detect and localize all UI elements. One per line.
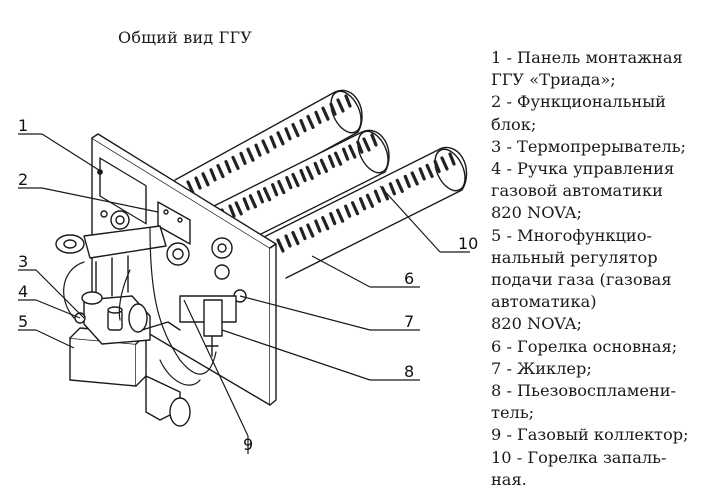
burner-slot — [291, 119, 307, 138]
callout-7: 7 — [404, 312, 414, 331]
burner-slot — [321, 102, 337, 121]
burner-slot — [234, 197, 250, 216]
burner-slot — [306, 110, 322, 129]
legend-item: 8 - Пьезовоспламени- тель; — [491, 381, 677, 423]
burner-slot — [336, 94, 352, 113]
burner-slot — [306, 219, 322, 238]
burner-slot — [336, 204, 352, 223]
functional-block — [100, 201, 247, 303]
callout-5: 5 — [18, 312, 28, 331]
gas-valve — [69, 291, 191, 427]
burner-slot — [319, 154, 335, 173]
leader-lines — [18, 133, 470, 454]
burner-slot — [348, 140, 364, 159]
burner-slot — [321, 212, 337, 231]
callout-6: 6 — [404, 269, 414, 288]
burner-slot — [276, 234, 292, 253]
burner-slot — [362, 133, 378, 152]
callout-1: 1 — [18, 116, 28, 135]
burner-slot — [231, 151, 247, 170]
burner-slot — [246, 143, 262, 162]
burner-slot — [291, 226, 307, 246]
callout-9: 9 — [243, 435, 253, 454]
burner-slot — [305, 161, 321, 180]
burner-slot — [291, 168, 307, 188]
legend-item: 10 - Горелка запаль- ная. — [491, 447, 667, 489]
callout-labels: 1 2 3 4 5 6 7 8 9 10 — [18, 116, 478, 454]
burner-slot — [216, 160, 232, 179]
burner-slot — [365, 189, 382, 208]
callout-2: 2 — [18, 170, 28, 189]
legend-item: 3 - Термопрерыватель; — [491, 136, 686, 156]
burner-slot — [201, 168, 217, 187]
burner-slot — [261, 135, 277, 154]
burner-slot — [334, 147, 350, 166]
legend-item: 9 - Газовый коллектор; — [491, 425, 689, 445]
parts-legend: 1 - Панель монтажная ГГУ «Триада»; 2 - Ф… — [491, 47, 717, 491]
burner-slot — [350, 197, 367, 216]
burner-slot — [395, 174, 411, 193]
burner-slot — [263, 183, 279, 202]
callout-4: 4 — [18, 282, 28, 301]
burner-slot — [425, 159, 441, 179]
legend-item: 7 - Жиклер; — [491, 358, 592, 378]
legend-item: 1 - Панель монтажная ГГУ «Триада»; — [491, 48, 683, 90]
burner-slot — [277, 176, 293, 195]
burner-slot — [276, 127, 292, 146]
burner-slot — [248, 190, 264, 209]
legend-item: 2 - Функциональный блок; — [491, 92, 666, 134]
wiring — [63, 227, 217, 386]
callout-3: 3 — [18, 252, 28, 271]
callout-10: 10 — [458, 234, 478, 253]
burner-slot — [440, 152, 456, 171]
gas-collector — [55, 225, 237, 357]
diagram-title: Общий вид ГГУ — [118, 28, 252, 47]
burner-slot — [186, 176, 202, 195]
legend-item: 6 - Горелка основная; — [491, 336, 678, 356]
burner-slot — [410, 167, 426, 186]
legend-item: 5 - Многофункцио- нальный регулятор пода… — [491, 225, 672, 334]
callout-8: 8 — [404, 362, 414, 381]
legend-item: 4 - Ручка управления газовой автоматики … — [491, 159, 675, 223]
